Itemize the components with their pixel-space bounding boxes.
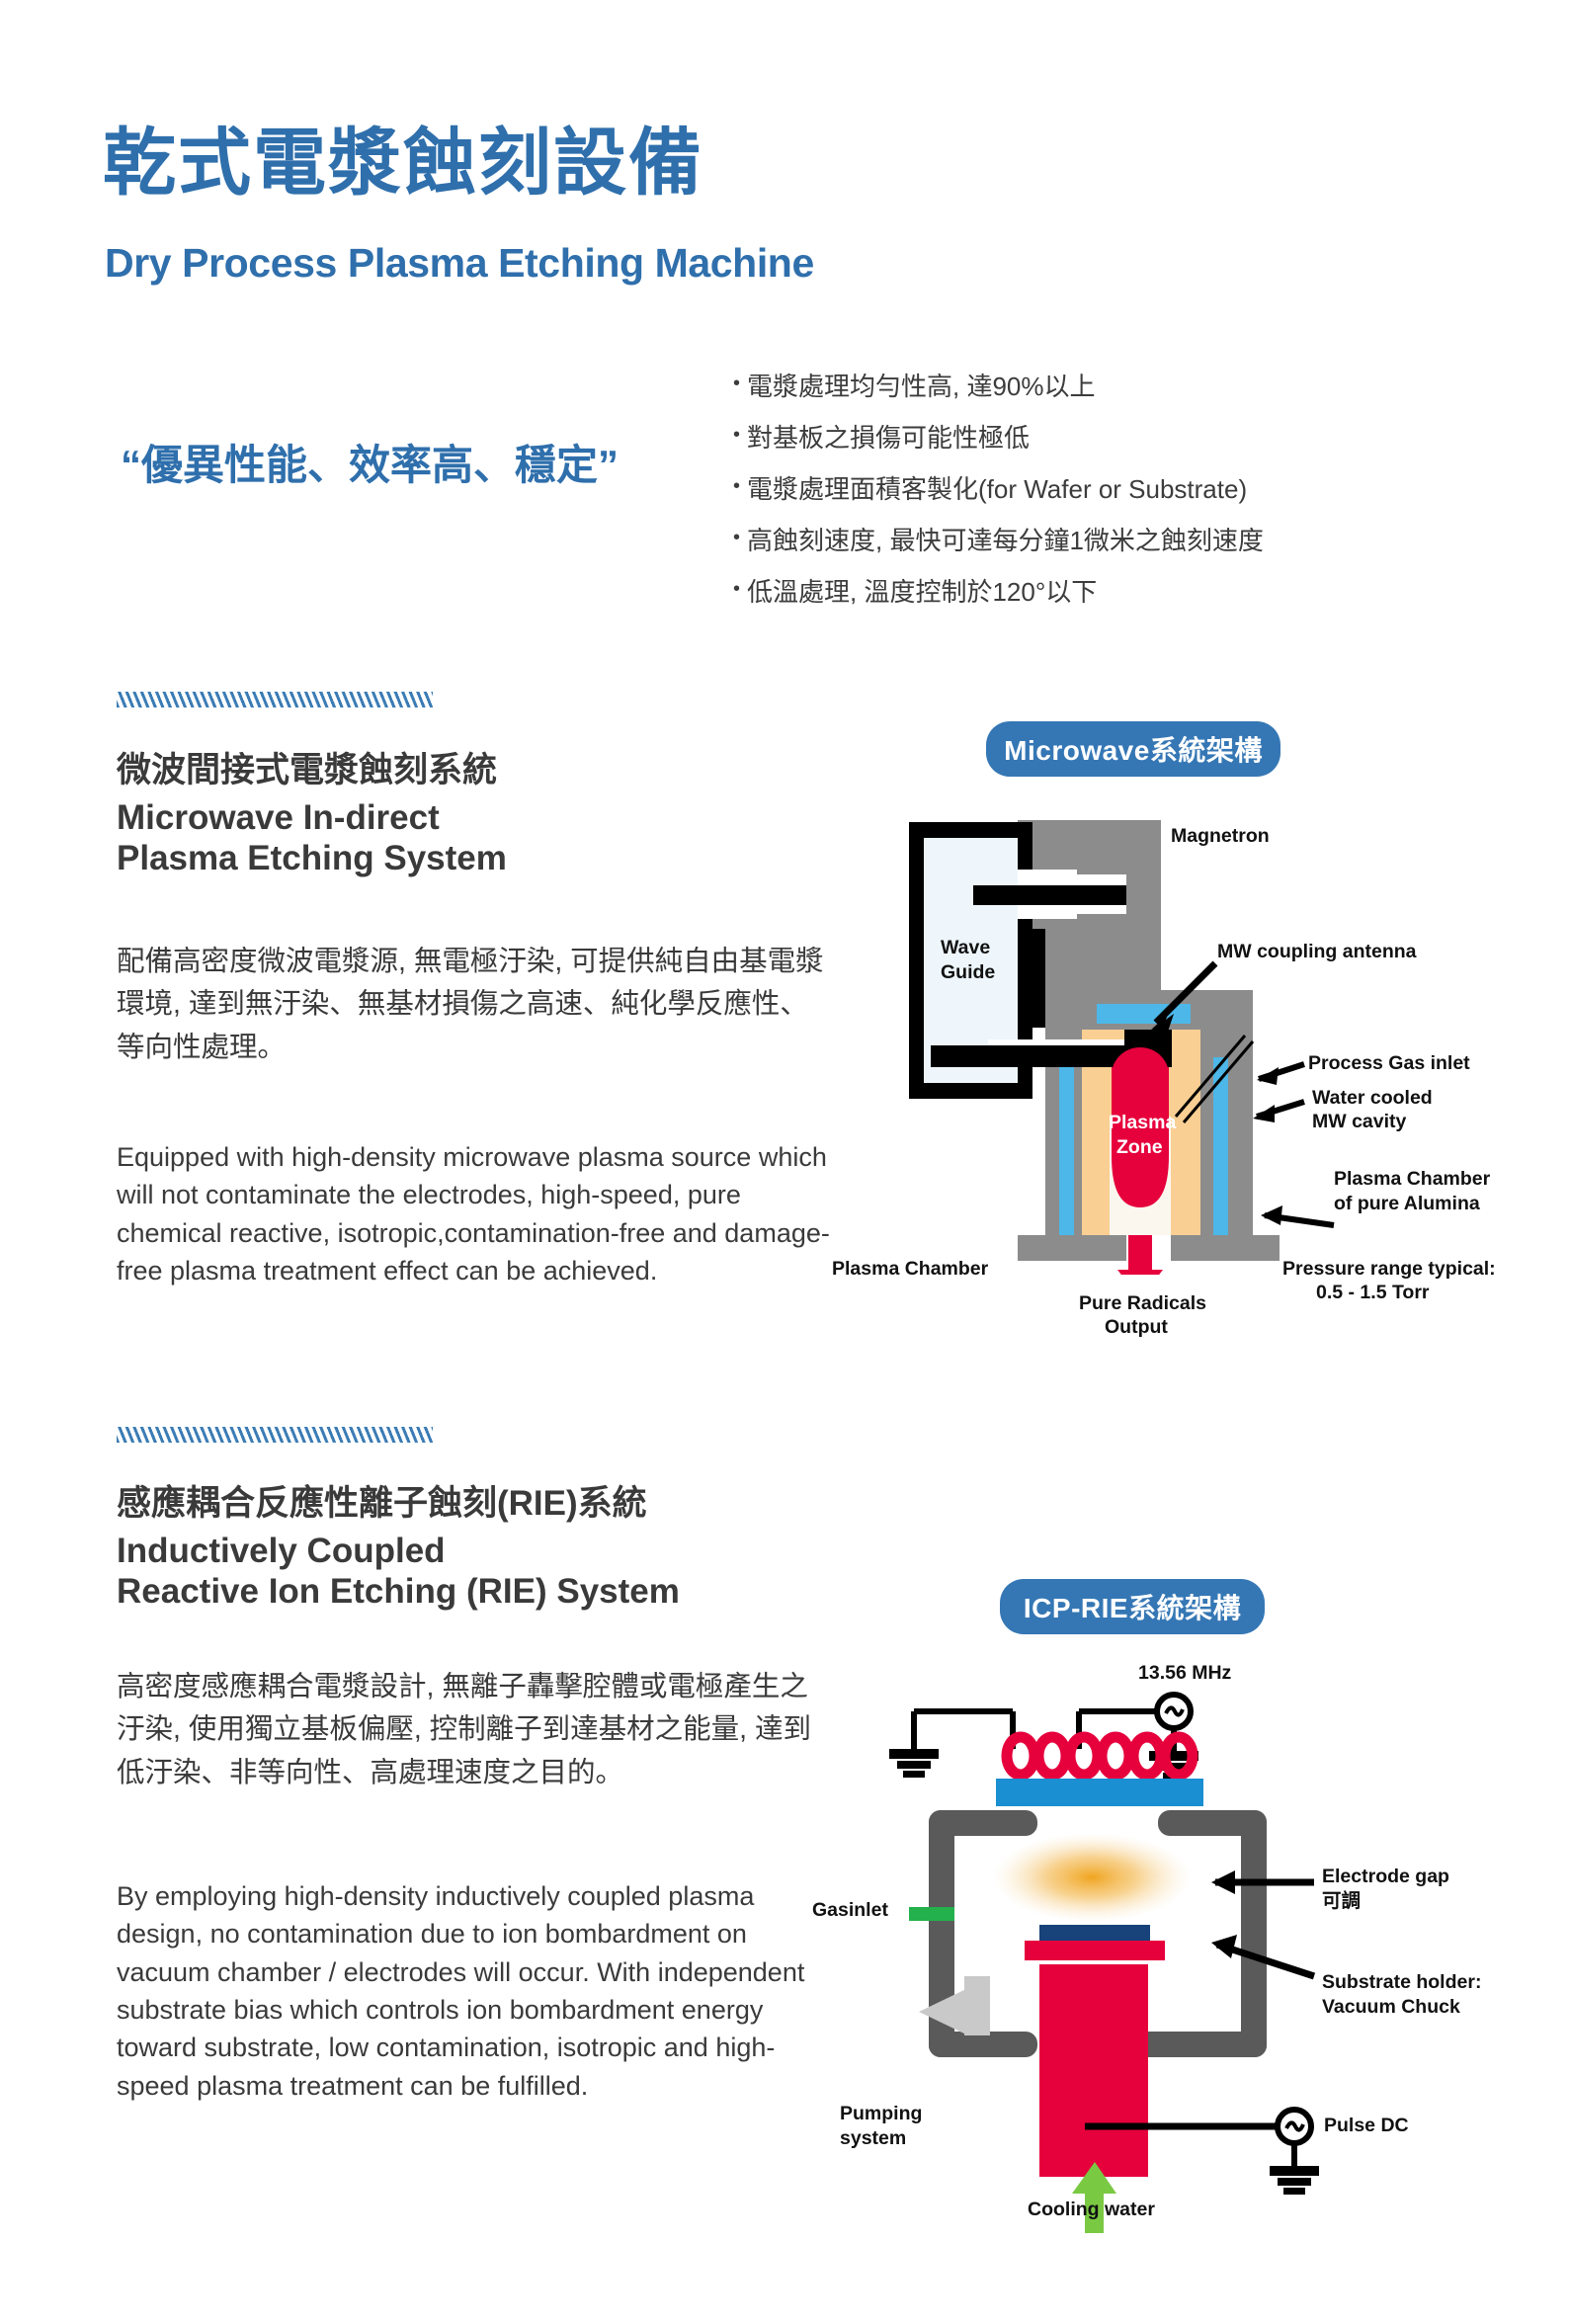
- pumping-system-label-line2: system: [840, 2127, 907, 2149]
- list-item-label: 電漿處理均勻性高, 達90%以上: [747, 372, 1096, 401]
- plasma-chamber-alumina-label-line1: Plasma Chamber: [1334, 1168, 1491, 1190]
- mw-stub-lower: [931, 1045, 1133, 1067]
- list-item: • 對基板之損傷可能性極低: [733, 423, 1524, 453]
- pulse-dc-label: Pulse DC: [1324, 2115, 1409, 2136]
- section1-body-en: Equipped with high-density microwave pla…: [117, 1142, 830, 1286]
- microwave-diagram-title-pill: Microwave系統架構: [986, 721, 1280, 777]
- pumping-arrow: [919, 1988, 968, 2035]
- bullet-dot-icon: •: [733, 475, 741, 497]
- list-item: • 低溫處理, 溫度控制於120°以下: [733, 577, 1524, 607]
- frequency-label: 13.56 MHz: [1138, 1662, 1232, 1684]
- dielectric-window: [996, 1779, 1203, 1806]
- water-cooled-label-line2: MW cavity: [1312, 1111, 1407, 1132]
- list-item-label: 高蝕刻速度, 最快可達每分鐘1微米之蝕刻速度: [747, 526, 1264, 555]
- section1-heading-en: Microwave In-direct Plasma Etching Syste…: [117, 798, 507, 878]
- pressure-range-label-line1: Pressure range typical:: [1282, 1258, 1496, 1280]
- plasma-zone-label-line1: Plasma: [1109, 1112, 1177, 1133]
- microwave-diagram-svg: [909, 815, 1335, 1299]
- substrate-holder-label-line2: Vacuum Chuck: [1322, 1996, 1460, 2018]
- bullet-dot-icon: •: [733, 527, 741, 548]
- list-item-label: 對基板之損傷可能性極低: [747, 423, 1031, 453]
- pumping-system-label-line1: Pumping: [840, 2103, 923, 2124]
- section-divider-hatch: [117, 692, 433, 707]
- icp-diagram-svg: [889, 1692, 1319, 2233]
- bullet-dot-icon: •: [733, 424, 741, 446]
- section2-body-en: By employing high-density inductively co…: [117, 1881, 805, 2101]
- substrate-wafer: [1039, 1925, 1150, 1941]
- microwave-system-diagram: Magnetron Wave Guide Plasma Zone MW coup…: [832, 815, 1561, 1338]
- slogan-text: “優異性能、效率高、穩定”: [121, 442, 619, 488]
- substrate-holder-column: [1039, 1964, 1148, 2177]
- plasma-glow: [993, 1833, 1191, 1922]
- gas-inlet-port: [909, 1907, 954, 1921]
- pure-radicals-label-line2: Output: [1105, 1316, 1168, 1338]
- list-item: • 高蝕刻速度, 最快可達每分鐘1微米之蝕刻速度: [733, 526, 1524, 555]
- plasma-zone-label-line2: Zone: [1116, 1136, 1163, 1158]
- bullet-dot-icon: •: [733, 373, 741, 394]
- wave-guide-label-line2: Guide: [941, 961, 996, 983]
- plasma-chamber-alumina-label-line2: of pure Alumina: [1334, 1193, 1480, 1214]
- vacuum-chuck-plate: [1025, 1941, 1165, 1960]
- section2-heading-zh: 感應耦合反應性離子蝕刻(RIE)系統: [117, 1484, 647, 1523]
- icp-diagram-title-pill: ICP-RIE系統架構: [1000, 1579, 1265, 1634]
- mw-antenna-label: MW coupling antenna: [1217, 941, 1417, 962]
- mw-stub-upper: [973, 885, 1126, 905]
- section2-heading-en-line2: Reactive Ion Etching (RIE) System: [117, 1571, 680, 1611]
- gas-inlet-line-b: [1182, 1040, 1255, 1123]
- chamber-arrowhead: [1261, 1205, 1282, 1225]
- electrode-gap-arrowhead: [1211, 1870, 1235, 1894]
- list-item: • 電漿處理均勻性高, 達90%以上: [733, 372, 1524, 401]
- icp-rie-system-diagram: 13.56 MHz Gasinlet Electrode gap 可調 Subs…: [812, 1662, 1561, 2233]
- icp-coil: [1001, 1731, 1198, 1781]
- section1-heading-en-line1: Microwave In-direct: [117, 798, 440, 837]
- list-item: • 電漿處理面積客製化(for Wafer or Substrate): [733, 474, 1524, 504]
- section2-body-zh: 高密度感應耦合電漿設計, 無離子轟擊腔體或電極產生之汙染, 使用獨立基板偏壓, …: [117, 1671, 812, 1788]
- section1-body-zh: 配備高密度微波電漿源, 無電極汙染, 可提供純自由基電漿環境, 達到無汙染、無基…: [117, 946, 824, 1063]
- water-cooled-bar-left: [1059, 1057, 1074, 1235]
- cooling-water-label: Cooling water: [1028, 2199, 1155, 2220]
- gas-inlet-arrowhead: [1257, 1067, 1279, 1085]
- section-divider-hatch: [117, 1427, 433, 1443]
- electrode-gap-label-line1: Electrode gap: [1322, 1866, 1449, 1887]
- plasma-chamber-label: Plasma Chamber: [832, 1258, 989, 1280]
- gas-inlet-label: Gasinlet: [812, 1899, 888, 1921]
- substrate-holder-arrowhead: [1211, 1935, 1237, 1958]
- substrate-holder-label-line1: Substrate holder:: [1322, 1971, 1482, 1993]
- gas-inlet-line-a: [1174, 1035, 1247, 1118]
- electrode-gap-label-line2: 可調: [1322, 1890, 1362, 1912]
- magnetron-label: Magnetron: [1171, 825, 1270, 847]
- gas-inlet-label: Process Gas inlet: [1308, 1052, 1470, 1074]
- bullet-dot-icon: •: [733, 578, 741, 600]
- pure-radicals-label-line1: Pure Radicals: [1079, 1292, 1206, 1314]
- list-item-label: 電漿處理面積客製化(for Wafer or Substrate): [747, 474, 1248, 504]
- water-cooled-bar-right: [1213, 1057, 1228, 1235]
- chamber-flange-left: [1018, 1235, 1126, 1261]
- vacuum-chamber-walls: [929, 1810, 1267, 2057]
- page-title-zh: 乾式電漿蝕刻設備: [103, 122, 703, 204]
- page-title-en: Dry Process Plasma Etching Machine: [105, 240, 814, 286]
- ground-symbol-pulse-dc: [1270, 2166, 1319, 2195]
- antenna-leader-line: [1153, 960, 1218, 1026]
- cavity-arrowhead: [1253, 1105, 1275, 1122]
- section1-heading-en-line2: Plasma Etching System: [117, 838, 507, 877]
- list-item-label: 低溫處理, 溫度控制於120°以下: [747, 577, 1098, 607]
- section1-heading-zh: 微波間接式電漿蝕刻系統: [117, 751, 498, 789]
- antenna-arrowhead: [1148, 1014, 1174, 1033]
- section2-heading-en: Inductively Coupled Reactive Ion Etching…: [117, 1532, 680, 1612]
- feature-bullet-list: • 電漿處理均勻性高, 達90%以上 • 對基板之損傷可能性極低 • 電漿處理面…: [733, 374, 1524, 630]
- water-cooled-label-line1: Water cooled: [1312, 1087, 1433, 1109]
- wave-guide-label-line1: Wave: [941, 937, 991, 958]
- ground-symbol-left: [889, 1749, 939, 1778]
- plasma-zone-shape: [1112, 1067, 1169, 1207]
- pressure-range-label-line2: 0.5 - 1.5 Torr: [1316, 1282, 1430, 1303]
- cooling-water-arrow: [1072, 2162, 1116, 2233]
- substrate-holder-leader: [1215, 1941, 1316, 1980]
- section2-heading-en-line1: Inductively Coupled: [117, 1532, 446, 1570]
- chamber-flange-right: [1171, 1235, 1280, 1261]
